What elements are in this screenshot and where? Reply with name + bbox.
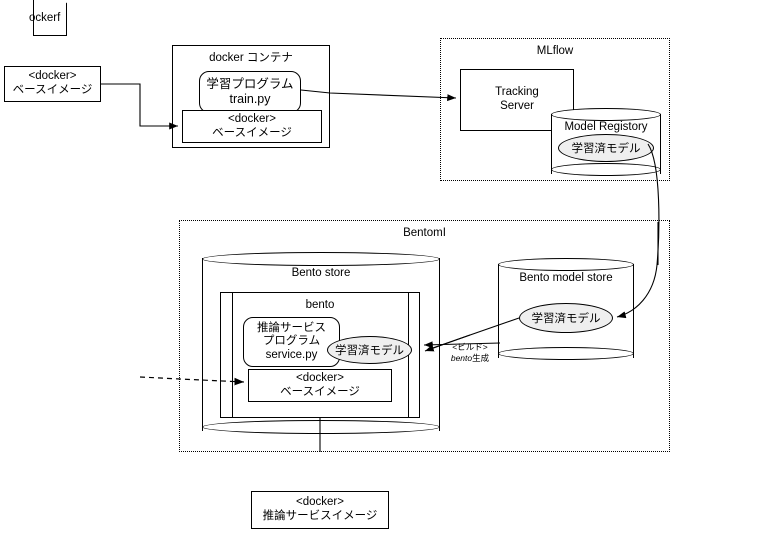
docker-container-title: docker コンテナ	[209, 52, 293, 64]
inference-image-line1: <docker>	[296, 496, 344, 509]
train-program-box: 学習プログラム train.py	[199, 71, 301, 113]
build-edge-label: <ビルド> bento生成	[432, 342, 508, 363]
bento-trained-model-ellipse: 学習済モデル	[327, 336, 412, 364]
bento-inner-rule-left	[232, 292, 233, 418]
build-edge-label-line2: bento生成	[432, 353, 508, 364]
container-base-image-line1: <docker>	[228, 112, 276, 125]
tracking-server-line1: Tracking	[495, 86, 539, 99]
service-program-line1: 推論サービス	[257, 321, 326, 334]
inference-image-line2: 推論サービスイメージ	[262, 510, 378, 522]
model-registory-bottom-ellipse	[551, 163, 661, 176]
dockerfile-label: ockerf	[29, 12, 61, 24]
edge-baseimage-to-container	[101, 83, 178, 130]
bento-base-image-box: <docker> ベースイメージ	[248, 369, 392, 402]
bento-model-store-bottom-ellipse	[498, 347, 634, 360]
service-program-box: 推論サービス プログラム service.py	[243, 317, 340, 367]
tracking-server-line2: Server	[500, 100, 534, 112]
service-program-line2: プログラム	[262, 335, 321, 348]
bento-base-image-line2: ベースイメージ	[280, 385, 360, 398]
model-registory-trained-model-ellipse: 学習済モデル	[558, 134, 654, 162]
bento-model-store-trained-model-label: 学習済モデル	[531, 313, 601, 325]
bento-model-store-trained-model-ellipse: 学習済モデル	[519, 303, 613, 333]
inference-service-image-box: <docker> 推論サービスイメージ	[251, 491, 389, 529]
container-base-image-line2: ベースイメージ	[212, 126, 292, 139]
build-edge-label-line1: <ビルド>	[452, 342, 488, 352]
bento-trained-model-label: 学習済モデル	[335, 345, 404, 357]
dockerfile-document-icon	[33, 0, 67, 36]
bento-model-store-title: Bento model store	[519, 272, 613, 284]
bento-store-bottom-ellipse	[202, 420, 440, 434]
bento-base-image-line1: <docker>	[296, 371, 344, 384]
bento-title: bento	[305, 299, 335, 311]
base-image-left-box: <docker> ベースイメージ	[4, 66, 101, 102]
service-program-line3: service.py	[265, 348, 318, 361]
model-registory-trained-model-label: 学習済モデル	[571, 143, 641, 155]
base-image-left-line1: <docker>	[28, 70, 77, 83]
mlflow-title: MLflow	[536, 45, 574, 57]
bento-model-store-top-ellipse	[498, 258, 634, 271]
build-edge-label-suffix: 生成	[472, 352, 490, 363]
base-image-left-line2: ベースイメージ	[12, 84, 93, 96]
train-program-line2: train.py	[229, 92, 271, 106]
model-registory-top-ellipse	[551, 108, 661, 121]
bento-store-top-ellipse	[202, 252, 440, 266]
train-program-line1: 学習プログラム	[206, 77, 294, 92]
model-registory-title: Model Registory	[564, 121, 648, 133]
docker-container-base-image-box: <docker> ベースイメージ	[182, 110, 322, 143]
bento-store-title: Bento store	[291, 267, 351, 279]
bentoml-title: BentomI	[403, 227, 446, 239]
build-edge-label-bento: bento	[450, 352, 473, 363]
